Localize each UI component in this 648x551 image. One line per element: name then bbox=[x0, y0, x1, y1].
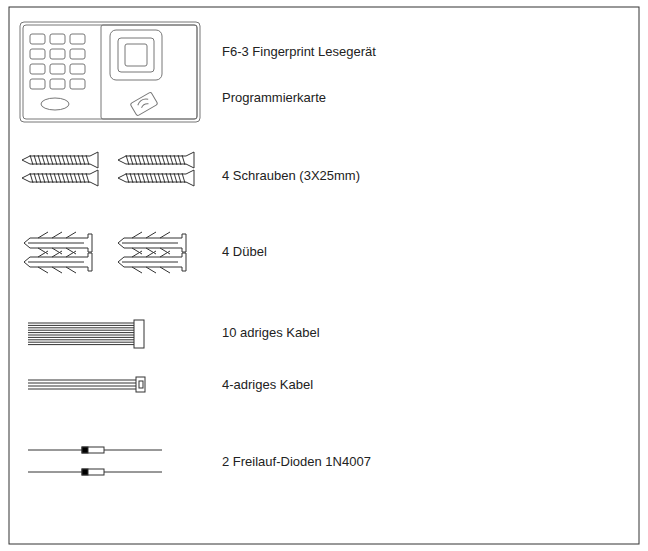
key bbox=[70, 34, 85, 44]
key bbox=[50, 64, 65, 74]
key bbox=[70, 64, 85, 74]
cable-4-wire bbox=[28, 377, 145, 392]
screw bbox=[22, 170, 98, 186]
key bbox=[50, 34, 65, 44]
part-label: 4 Dübel bbox=[222, 244, 267, 260]
screws bbox=[22, 152, 194, 186]
dowel bbox=[24, 232, 92, 254]
key bbox=[70, 49, 85, 59]
key bbox=[30, 79, 45, 89]
cable-10-wire bbox=[28, 320, 144, 348]
reader-device bbox=[20, 22, 200, 122]
screw bbox=[22, 152, 98, 168]
key bbox=[30, 64, 45, 74]
part-label: 10 adriges Kabel bbox=[222, 325, 320, 341]
dowel bbox=[118, 251, 186, 273]
part-label: Programmierkarte bbox=[222, 90, 326, 106]
part-label: F6-3 Fingerprint Lesegerät bbox=[222, 44, 376, 60]
key bbox=[30, 34, 45, 44]
key bbox=[30, 49, 45, 59]
key bbox=[50, 49, 65, 59]
part-label: 2 Freilauf-Dioden 1N4007 bbox=[222, 454, 371, 470]
diodes bbox=[28, 447, 162, 475]
part-label: 4-adriges Kabel bbox=[222, 377, 313, 393]
dowel bbox=[118, 232, 186, 254]
key bbox=[50, 79, 65, 89]
dowels bbox=[24, 232, 186, 273]
part-label: 4 Schrauben (3X25mm) bbox=[222, 168, 360, 184]
screw bbox=[118, 170, 194, 186]
key bbox=[70, 79, 85, 89]
screw bbox=[118, 152, 194, 168]
frame bbox=[9, 7, 639, 544]
dowel bbox=[24, 251, 92, 273]
